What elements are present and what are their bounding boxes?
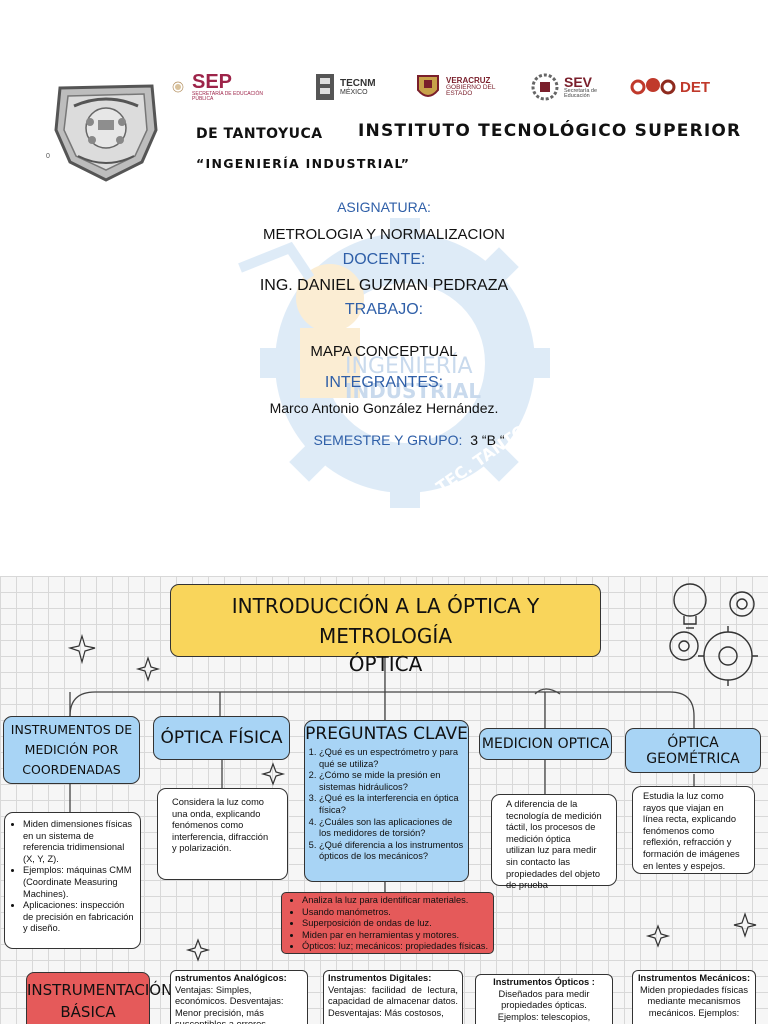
geometrica-details-box: Estudia la luz como rayos que viajan en … bbox=[632, 786, 755, 874]
shield-page-number: 0 bbox=[46, 153, 50, 160]
respuestas-list: Analiza la luz para identificar material… bbox=[286, 895, 489, 953]
tecnm-logo: TECNM MÉXICO bbox=[314, 70, 384, 104]
opticos-box: Instrumentos Ópticos : Diseñados para me… bbox=[475, 974, 613, 1024]
analogicos-box: nstrumentos Analógicos: Ventajas: Simple… bbox=[170, 970, 308, 1024]
preguntas-clave-title: PREGUNTAS CLAVE bbox=[305, 724, 468, 744]
subject-label: ASIGNATURA: bbox=[337, 199, 431, 215]
teacher-label: DOCENTE: bbox=[342, 251, 426, 268]
pregunta-item: ¿Qué es la interferencia en óptica físic… bbox=[319, 793, 464, 816]
respuesta-item: Analiza la luz para identificar material… bbox=[302, 895, 489, 907]
digitales-box: Instrumentos Digitales: Ventajas: facili… bbox=[323, 970, 463, 1024]
veracruz-logo: VERACRUZ GOBIERNO DEL ESTADO bbox=[414, 70, 509, 104]
sev-subtext: Secretaría de Educación bbox=[564, 87, 598, 99]
sev-logo: SEV Secretaría de Educación bbox=[530, 70, 620, 104]
fisica-details-text: Considera la luz como una onda, explican… bbox=[172, 797, 269, 854]
eagle-seal-icon bbox=[172, 81, 184, 93]
respuesta-item: Usando manómetros. bbox=[302, 907, 489, 919]
members-label: INTEGRANTES: bbox=[324, 374, 444, 391]
mecanicos-title: Instrumentos Mecánicos: bbox=[637, 973, 751, 983]
teacher-value: ING. DANIEL GUZMAN PEDRAZA bbox=[259, 277, 509, 294]
group-value: 3 “B “ bbox=[470, 432, 505, 448]
instrumentacion-basica-label: INSTRUMENTACIÓN BÁSICA bbox=[27, 981, 173, 1021]
opticos-text: Diseñados para medir propiedades ópticas… bbox=[497, 988, 591, 1024]
engineering-gear-watermark: INGENIERÍA INDUSTRIAL TEC. TANTOYUCA bbox=[238, 218, 560, 508]
institute-shield-logo bbox=[54, 84, 158, 182]
branch-cmm: INSTRUMENTOS DE MEDICIÓN POR COORDENADAS bbox=[3, 716, 140, 784]
respuesta-item: Ópticos: luz; mecánicos: propiedades fís… bbox=[302, 941, 489, 953]
map-title-line2: ÓPTICA bbox=[348, 652, 423, 676]
veracruz-text: VERACRUZ bbox=[446, 75, 491, 85]
branch-medicion-optica-label: MEDICION OPTICA bbox=[481, 736, 610, 752]
institute-name: INSTITUTO TECNOLÓGICO SUPERIOR bbox=[358, 121, 742, 141]
pregunta-item: ¿Cómo se mide la presión en sistemas hid… bbox=[319, 770, 464, 793]
tecnm-subtext: MÉXICO bbox=[340, 88, 368, 96]
pregunta-item: ¿Qué diferencia a los instrumentos óptic… bbox=[319, 840, 464, 863]
group-line: SEMESTRE Y GRUPO: 3 “B “ bbox=[0, 432, 768, 448]
tecnm-icon bbox=[316, 74, 334, 100]
cmm-bullet-item: Miden dimensiones físicas en un sistema … bbox=[23, 819, 136, 865]
respuesta-item: Miden par en herramientas y motores. bbox=[302, 930, 489, 942]
mecanicos-text: Miden propiedades físicas mediante mecan… bbox=[639, 984, 748, 1018]
cmm-bullet-item: Aplicaciones: inspección de precisión en… bbox=[23, 900, 136, 935]
analogicos-text: Ventajas: Simples, económicos. Desventaj… bbox=[175, 984, 284, 1024]
branch-cmm-label: INSTRUMENTOS DE MEDICIÓN POR COORDENADAS bbox=[10, 722, 133, 777]
watermark-text-industrial: INDUSTRIAL bbox=[345, 379, 481, 403]
institute-location: DE TANTOYUCA bbox=[196, 126, 323, 142]
branch-optica-geometrica-label: ÓPTICA GEOMÉTRICA bbox=[646, 734, 740, 767]
digitales-title: Instrumentos Digitales: bbox=[328, 973, 432, 983]
respuesta-item: Superposición de ondas de luz. bbox=[302, 918, 489, 930]
group-label: SEMESTRE Y GRUPO: bbox=[313, 432, 463, 448]
medicion-details-text: A diferencia de la tecnología de medició… bbox=[506, 799, 602, 891]
mecanicos-box: Instrumentos Mecánicos: Miden propiedade… bbox=[632, 970, 756, 1024]
cmm-details-box: Miden dimensiones físicas en un sistema … bbox=[4, 812, 141, 949]
career-name: “INGENIERÍA INDUSTRIAL” bbox=[196, 156, 411, 171]
tecnm-text: TECNM bbox=[340, 77, 376, 89]
sev-text: SEV bbox=[564, 73, 593, 90]
det-ornament-icon bbox=[630, 78, 676, 95]
sep-logo: SEP SECRETARÍA DE EDUCACIÓN PÚBLICA bbox=[172, 70, 272, 104]
pregunta-item: ¿Cuáles son las aplicaciones de los medi… bbox=[319, 817, 464, 840]
instrumentacion-basica-box: INSTRUMENTACIÓN BÁSICA bbox=[26, 972, 173, 1024]
branch-medicion-optica: MEDICION OPTICA bbox=[479, 728, 612, 760]
branch-optica-geometrica: ÓPTICA GEOMÉTRICA bbox=[625, 728, 761, 773]
branch-optica-fisica: ÓPTICA FÍSICA bbox=[153, 716, 290, 760]
work-label: TRABAJO: bbox=[344, 301, 424, 318]
det-logo: DET bbox=[630, 70, 730, 104]
lightbulb-gears-icon bbox=[669, 583, 758, 686]
cmm-bullet-item: Ejemplos: máquinas CMM (Coordinate Measu… bbox=[23, 865, 136, 900]
member-name: Marco Antonio González Hernández. bbox=[269, 400, 499, 416]
map-title-line1: INTRODUCCIÓN A LA ÓPTICA Y METROLOGÍA bbox=[231, 594, 540, 648]
watermark-text-ingenieria: INGENIERÍA bbox=[345, 353, 473, 379]
pregunta-item: ¿Qué es un espectrómetro y para qué se u… bbox=[319, 747, 464, 770]
work-value: MAPA CONCEPTUAL bbox=[310, 343, 458, 360]
map-title-box: INTRODUCCIÓN A LA ÓPTICA Y METROLOGÍA ÓP… bbox=[170, 584, 601, 676]
geometrica-details-text: Estudia la luz como rayos que viajan en … bbox=[643, 791, 740, 871]
medicion-details-box: A diferencia de la tecnología de medició… bbox=[491, 794, 617, 890]
respuestas-box: Analiza la luz para identificar material… bbox=[281, 892, 494, 954]
cmm-details-list: Miden dimensiones físicas en un sistema … bbox=[9, 819, 136, 935]
sep-subtext: SECRETARÍA DE EDUCACIÓN PÚBLICA bbox=[192, 91, 264, 102]
veracruz-crest-icon bbox=[417, 75, 439, 97]
preguntas-clave-box: PREGUNTAS CLAVE ¿Qué es un espectrómetro… bbox=[304, 720, 469, 882]
analogicos-title: nstrumentos Analógicos: bbox=[175, 973, 287, 983]
subject-value: METROLOGIA Y NORMALIZACION bbox=[263, 226, 505, 243]
veracruz-subtext: GOBIERNO DEL ESTADO bbox=[446, 83, 496, 97]
government-logos-bar: SEP SECRETARÍA DE EDUCACIÓN PÚBLICA TECN… bbox=[172, 70, 732, 104]
sev-crest-icon bbox=[531, 73, 559, 101]
concept-map: INTRODUCCIÓN A LA ÓPTICA Y METROLOGÍA ÓP… bbox=[0, 576, 768, 1024]
fisica-details-box: Considera la luz como una onda, explican… bbox=[157, 788, 288, 880]
digitales-text: Ventajas: facilidad de lectura, capacida… bbox=[328, 984, 458, 1018]
sep-text: SEP bbox=[192, 71, 233, 93]
branch-optica-fisica-label: ÓPTICA FÍSICA bbox=[160, 728, 283, 748]
preguntas-list: ¿Qué es un espectrómetro y para qué se u… bbox=[305, 747, 468, 863]
det-text: DET bbox=[680, 78, 710, 96]
opticos-title: Instrumentos Ópticos : bbox=[493, 977, 595, 987]
map-connectors bbox=[67, 583, 758, 962]
